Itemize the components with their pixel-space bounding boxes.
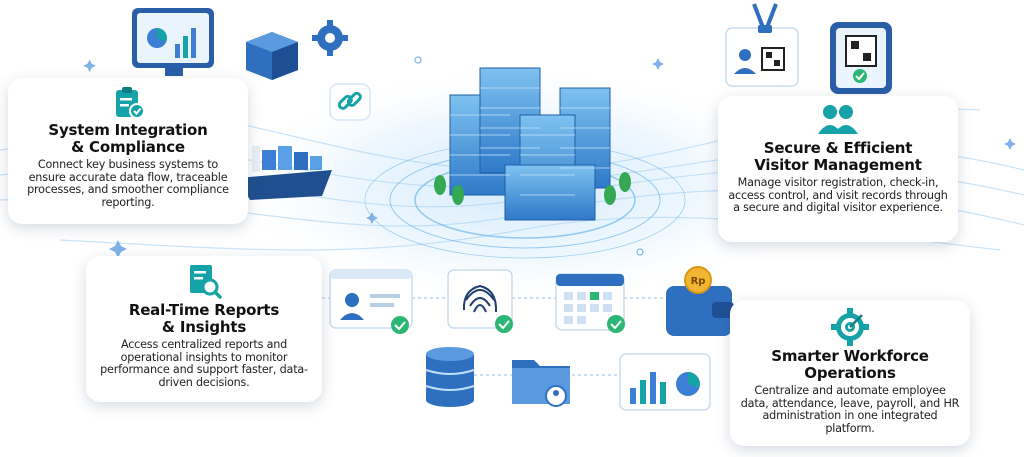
wallet-icon: Rp [666, 266, 734, 336]
dot [414, 56, 422, 64]
card-reports: Real-Time Reports & Insights Access cent… [86, 256, 322, 402]
gear-icon [312, 20, 348, 56]
database-icon [425, 347, 475, 407]
profile-card-icon [329, 269, 413, 334]
card-description: Manage visitor registration, check-in, a… [728, 176, 948, 215]
cargo-ship-icon [238, 146, 332, 200]
sparkles [83, 58, 1016, 258]
report-search-icon [190, 265, 222, 299]
card-title: Secure & Efficient Visitor Management [754, 139, 922, 174]
card-description: Access centralized reports and operation… [100, 338, 308, 389]
card-title: System Integration & Compliance [48, 121, 208, 156]
box-icon [246, 32, 298, 80]
qr-tablet-icon [830, 22, 892, 94]
analytics-icon [619, 353, 711, 411]
card-integration: System Integration & Compliance Connect … [8, 78, 248, 224]
connector-lines [322, 297, 666, 376]
dashboard-monitor-icon [132, 8, 214, 76]
dot [636, 248, 644, 256]
card-description: Centralize and automate employee data, a… [740, 384, 960, 435]
fingerprint-icon [447, 269, 513, 333]
clipboard-check-icon [116, 87, 145, 119]
visitor-badge-icon [725, 3, 799, 87]
calendar-icon [555, 273, 625, 333]
card-description: Connect key business systems to ensure a… [27, 158, 229, 209]
link-icon [329, 83, 371, 121]
users-icon [818, 105, 858, 134]
office-buildings-icon [434, 67, 631, 221]
folder-user-icon [512, 360, 570, 407]
card-title: Smarter Workforce Operations [771, 347, 929, 382]
card-visitor: Secure & Efficient Visitor Management Ma… [718, 96, 958, 242]
card-workforce: Smarter Workforce Operations Centralize … [730, 300, 970, 446]
card-title: Real-Time Reports & Insights [128, 301, 280, 336]
wallet-badge: Rp [691, 276, 706, 287]
target-gear-icon [831, 308, 869, 346]
